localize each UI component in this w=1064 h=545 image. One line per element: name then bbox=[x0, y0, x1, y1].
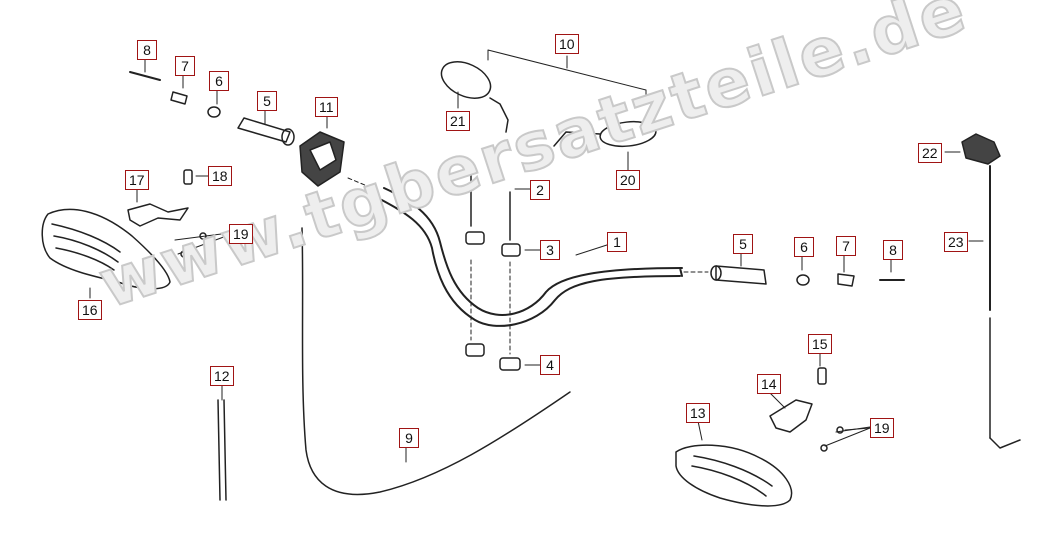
callout-3: 3 bbox=[540, 240, 560, 260]
callout-10: 10 bbox=[555, 34, 579, 54]
left-mirror bbox=[440, 61, 509, 133]
callout-18: 18 bbox=[208, 166, 232, 186]
callout-5-right: 5 bbox=[733, 234, 753, 254]
clamps bbox=[465, 174, 521, 371]
callout-9: 9 bbox=[399, 428, 419, 448]
callout-7-left: 7 bbox=[175, 56, 195, 76]
callout-13: 13 bbox=[686, 403, 710, 423]
callout-7-right: 7 bbox=[836, 236, 856, 256]
right-bracket bbox=[769, 399, 813, 433]
callout-8-right: 8 bbox=[883, 240, 903, 260]
callout-5-left: 5 bbox=[257, 91, 277, 111]
callout-19-right: 19 bbox=[870, 418, 894, 438]
callout-12: 12 bbox=[210, 366, 234, 386]
mirror-pair-bracket bbox=[487, 49, 647, 103]
callout-21: 21 bbox=[446, 111, 470, 131]
switch-housing bbox=[299, 131, 345, 187]
callout-14: 14 bbox=[757, 374, 781, 394]
callout-20: 20 bbox=[616, 170, 640, 190]
part-12 bbox=[217, 399, 227, 501]
part-18 bbox=[183, 169, 193, 185]
right-cover bbox=[675, 444, 793, 507]
callout-16: 16 bbox=[78, 300, 102, 320]
callout-8-left: 8 bbox=[137, 40, 157, 60]
handlebar bbox=[377, 187, 683, 327]
callout-6-left: 6 bbox=[209, 71, 229, 91]
callout-4: 4 bbox=[540, 355, 560, 375]
left-bracket bbox=[127, 203, 189, 227]
callout-17: 17 bbox=[125, 170, 149, 190]
right-mirror bbox=[553, 120, 657, 148]
throttle-cable bbox=[301, 227, 571, 496]
callout-6-right: 6 bbox=[794, 237, 814, 257]
part-15 bbox=[817, 367, 827, 385]
callout-2: 2 bbox=[530, 180, 550, 200]
callout-1: 1 bbox=[607, 232, 627, 252]
callout-23: 23 bbox=[944, 232, 968, 252]
left-end-parts bbox=[129, 71, 221, 118]
right-grip bbox=[710, 265, 905, 287]
callout-22: 22 bbox=[918, 143, 942, 163]
callout-11: 11 bbox=[315, 97, 338, 117]
left-cover bbox=[41, 208, 171, 290]
left-grip bbox=[237, 117, 295, 146]
callout-15: 15 bbox=[808, 334, 832, 354]
callout-19-left: 19 bbox=[229, 224, 253, 244]
rear-brake-assembly bbox=[961, 133, 1021, 449]
